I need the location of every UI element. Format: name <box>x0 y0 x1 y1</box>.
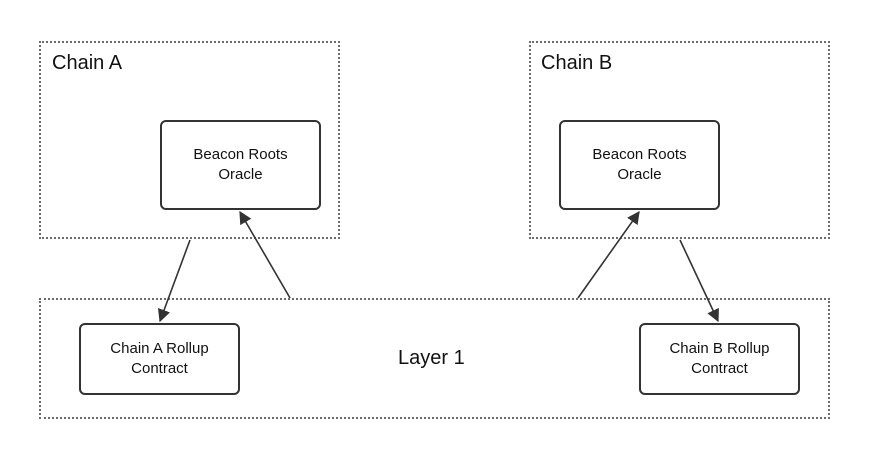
chain-a-rollup-contract-node[interactable]: Chain A Rollup Contract <box>79 323 240 395</box>
chain-a-region <box>39 41 340 239</box>
chain-a-rollup-contract-label: Chain A Rollup Contract <box>110 340 209 377</box>
chain-b-label: Chain B <box>541 52 613 74</box>
chain-b-rollup-contract-node[interactable]: Chain B Rollup Contract <box>639 323 800 395</box>
chain-a-label: Chain A <box>52 52 123 74</box>
beacon-roots-oracle-b-node[interactable]: Beacon Roots Oracle <box>559 120 720 210</box>
layer1-region <box>39 298 830 419</box>
chain-b-rollup-contract-label: Chain B Rollup Contract <box>669 340 770 377</box>
beacon-roots-oracle-a-node[interactable]: Beacon Roots Oracle <box>160 120 321 210</box>
layer1-label: Layer 1 <box>398 347 465 369</box>
beacon-roots-oracle-b-label: Beacon Roots Oracle <box>592 146 687 183</box>
chain-b-region <box>529 41 830 239</box>
beacon-roots-oracle-a-label: Beacon Roots Oracle <box>193 146 288 183</box>
